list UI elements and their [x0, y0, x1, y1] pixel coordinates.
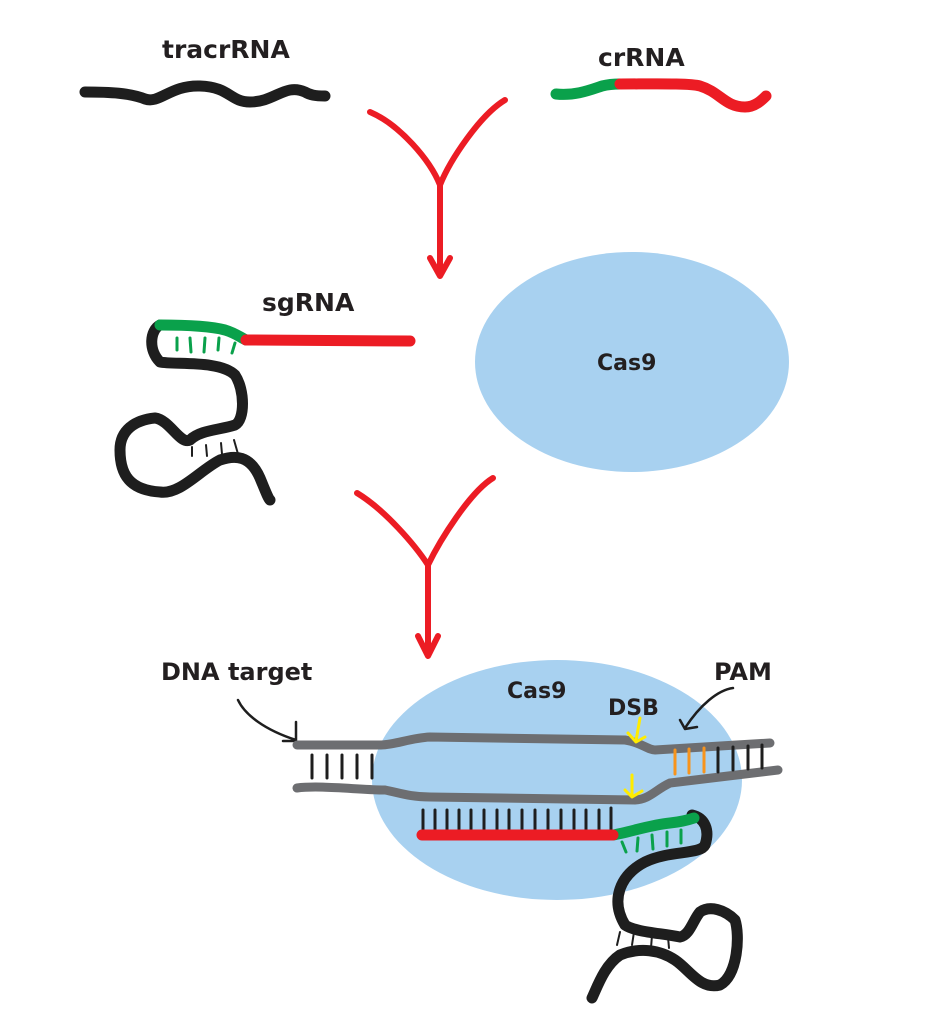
combine-arrow-1 — [367, 97, 508, 279]
tracrrna-strand — [79, 80, 331, 108]
dna-target-pointer-arrow — [236, 698, 298, 743]
dna-top-strand — [292, 732, 775, 755]
crrna-spacer-segment — [614, 78, 772, 113]
dsb-label: DSB — [608, 696, 659, 721]
sgrna-label: sgRNA — [262, 288, 355, 317]
cas9-label: Cas9 — [597, 351, 656, 376]
bound-sgrna — [416, 806, 743, 1004]
tracrrna-label: tracrRNA — [162, 35, 290, 64]
pam-base-pairs — [673, 746, 706, 776]
dsb-cut-markers — [623, 716, 647, 799]
combine-arrow-2 — [354, 475, 496, 659]
cas9-complex-label: Cas9 — [507, 679, 566, 704]
crrna-label: crRNA — [598, 43, 685, 72]
dna-bottom-strand — [292, 765, 783, 805]
dna-duplex — [292, 732, 783, 805]
sgrna-structure — [114, 319, 416, 506]
cas9-protein — [475, 252, 789, 472]
crrna-repeat-segment — [550, 78, 626, 100]
pam-label: PAM — [714, 658, 772, 686]
dna-target-label: DNA target — [161, 658, 312, 686]
pam-pointer-arrow — [678, 686, 735, 731]
